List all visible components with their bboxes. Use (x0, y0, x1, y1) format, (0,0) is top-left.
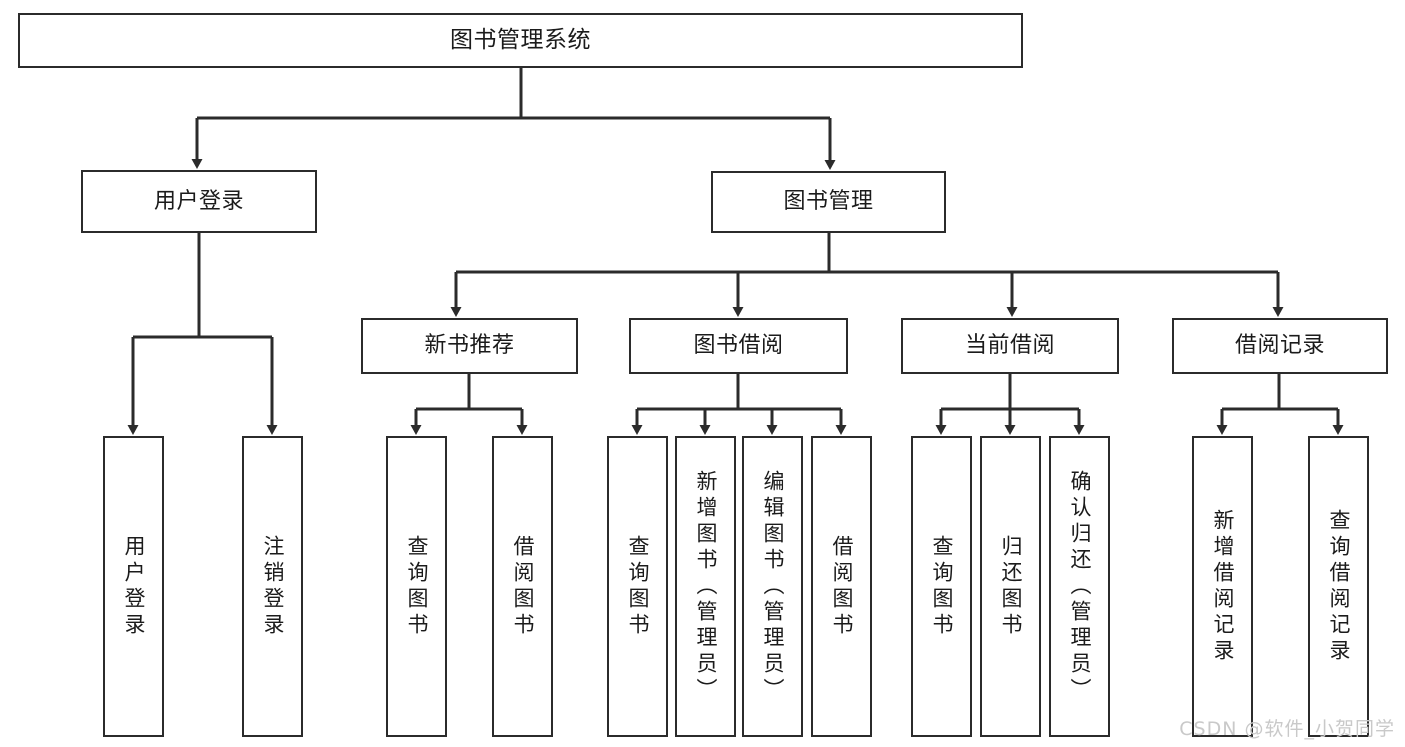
node-leaf-borrow-book-2[interactable]: 借阅图书 (811, 436, 872, 737)
node-label: 借阅图书 (511, 534, 535, 639)
node-borrow-record[interactable]: 借阅记录 (1172, 318, 1388, 374)
node-root-system[interactable]: 图书管理系统 (18, 13, 1023, 68)
node-leaf-confirm-return[interactable]: 确认归还（管理员） (1049, 436, 1110, 737)
node-new-book-recommend[interactable]: 新书推荐 (361, 318, 578, 374)
node-leaf-return-book[interactable]: 归还图书 (980, 436, 1041, 737)
node-label: 借阅图书 (830, 534, 854, 639)
node-label: 注销登录 (261, 534, 285, 639)
node-leaf-query-book-1[interactable]: 查询图书 (386, 436, 447, 737)
node-label: 用户登录 (122, 534, 146, 639)
node-label: 查询图书 (930, 534, 954, 639)
node-label: 当前借阅 (964, 333, 1055, 359)
node-label: 图书管理 (783, 189, 874, 215)
node-leaf-add-book[interactable]: 新增图书（管理员） (675, 436, 736, 737)
node-label: 新增图书（管理员） (694, 469, 718, 704)
node-label: 查询借阅记录 (1327, 508, 1351, 665)
node-label: 确认归还（管理员） (1068, 469, 1092, 704)
node-label: 借阅记录 (1234, 333, 1325, 359)
node-user-login[interactable]: 用户登录 (81, 170, 317, 233)
node-label: 查询图书 (626, 534, 650, 639)
node-label: 查询图书 (405, 534, 429, 639)
node-leaf-query-book-2[interactable]: 查询图书 (607, 436, 668, 737)
node-current-borrow[interactable]: 当前借阅 (901, 318, 1119, 374)
node-label: 用户登录 (153, 188, 244, 214)
node-label: 图书借阅 (693, 333, 784, 359)
node-label: 归还图书 (999, 534, 1023, 639)
node-label: 编辑图书（管理员） (761, 469, 785, 704)
node-label: 新增借阅记录 (1211, 508, 1235, 665)
node-book-manage[interactable]: 图书管理 (711, 171, 946, 233)
node-leaf-user-logout[interactable]: 注销登录 (242, 436, 303, 737)
node-leaf-user-login[interactable]: 用户登录 (103, 436, 164, 737)
node-label: 图书管理系统 (450, 26, 591, 53)
node-leaf-query-book-3[interactable]: 查询图书 (911, 436, 972, 737)
node-label: 新书推荐 (424, 333, 515, 359)
node-leaf-add-borrow-record[interactable]: 新增借阅记录 (1192, 436, 1253, 737)
node-leaf-edit-book[interactable]: 编辑图书（管理员） (742, 436, 803, 737)
node-book-borrow[interactable]: 图书借阅 (629, 318, 848, 374)
node-leaf-borrow-book-1[interactable]: 借阅图书 (492, 436, 553, 737)
node-leaf-query-borrow-record[interactable]: 查询借阅记录 (1308, 436, 1369, 737)
